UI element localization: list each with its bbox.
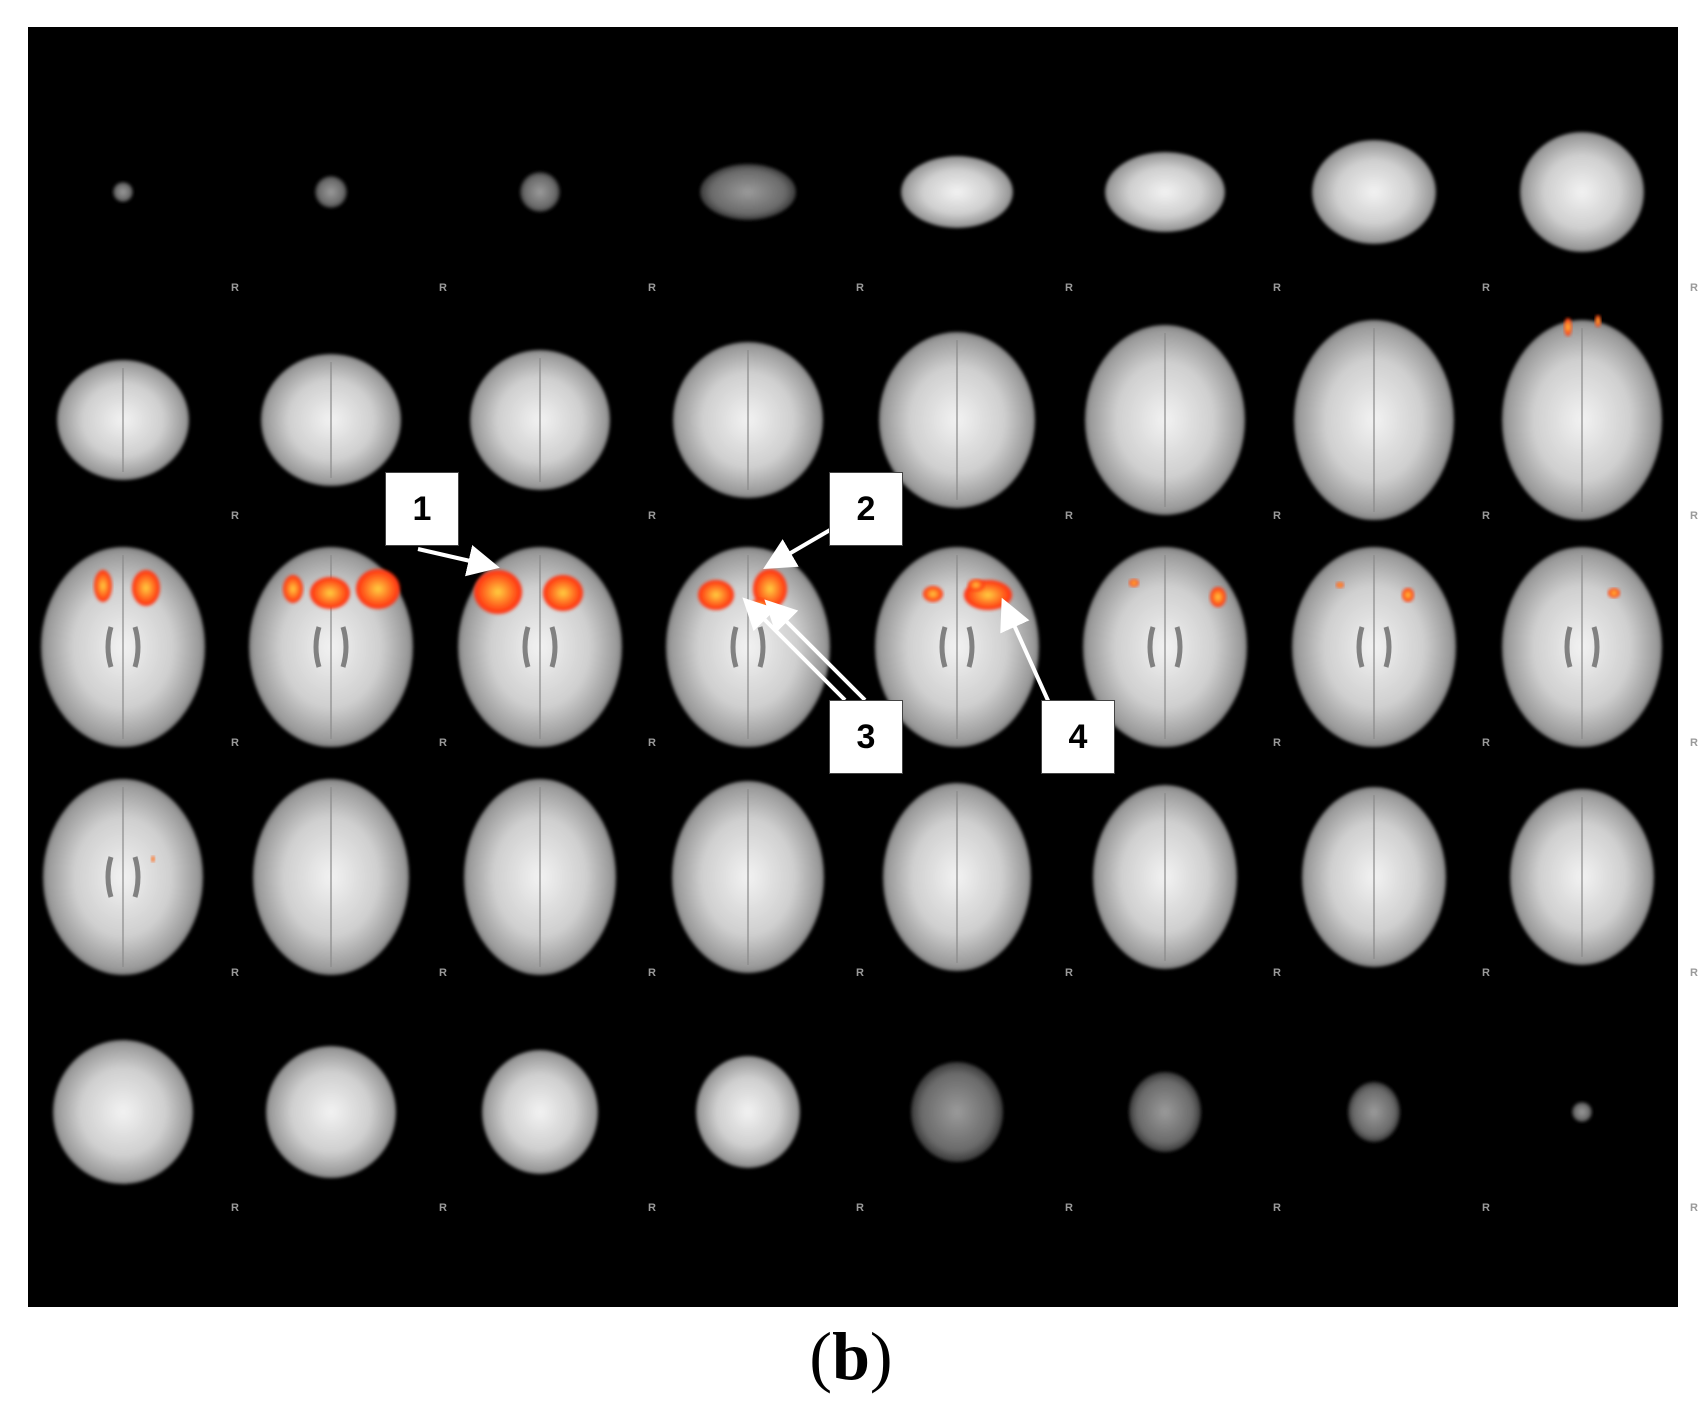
- callout-3: 3: [829, 700, 903, 774]
- orientation-marker: R: [231, 282, 239, 294]
- brain-slice: [1510, 789, 1654, 965]
- activation-cluster: [1564, 318, 1572, 336]
- orientation-marker: R: [1273, 282, 1281, 294]
- brain-slice: [883, 783, 1031, 971]
- activation-cluster: [1129, 579, 1139, 587]
- brain-slice: [253, 779, 409, 975]
- orientation-marker: R: [1690, 510, 1698, 522]
- orientation-marker: R: [1273, 1202, 1281, 1214]
- activation-cluster: [923, 586, 943, 602]
- orientation-marker: R: [1482, 737, 1490, 749]
- brain-slice: [1292, 547, 1456, 747]
- orientation-marker: R: [1065, 282, 1073, 294]
- orientation-marker: R: [1065, 510, 1073, 522]
- brain-slice: [666, 547, 830, 747]
- brain-slice-grid: [41, 132, 1662, 1184]
- brain-slice: [1294, 320, 1454, 520]
- orientation-marker: R: [439, 967, 447, 979]
- orientation-marker: R: [856, 282, 864, 294]
- brain-slice: [470, 350, 610, 490]
- brain-slice: [43, 779, 203, 975]
- brain-slice: [266, 1046, 396, 1178]
- orientation-marker: R: [1482, 282, 1490, 294]
- activation-cluster: [310, 577, 350, 609]
- orientation-marker: R: [1482, 967, 1490, 979]
- activation-cluster: [94, 570, 112, 602]
- brain-slice: [901, 156, 1013, 228]
- brain-slice: [1502, 547, 1662, 747]
- orientation-marker: R: [648, 967, 656, 979]
- orientation-marker: R: [1065, 1202, 1073, 1214]
- orientation-marker: R: [648, 282, 656, 294]
- brain-slice: [315, 176, 347, 208]
- orientation-marker: R: [439, 282, 447, 294]
- orientation-marker: R: [439, 737, 447, 749]
- orientation-marker: R: [1690, 967, 1698, 979]
- brain-slice: [696, 1056, 800, 1168]
- orientation-marker: R: [648, 737, 656, 749]
- orientation-marker: R: [1482, 510, 1490, 522]
- brain-slice: [1105, 152, 1225, 232]
- brain-slice: [673, 342, 823, 498]
- callout-1: 1: [385, 472, 459, 546]
- orientation-marker: R: [231, 967, 239, 979]
- brain-slice: [1312, 140, 1436, 244]
- activation-cluster: [1210, 587, 1226, 607]
- activation-cluster: [1402, 588, 1414, 602]
- brain-slice: [53, 1040, 193, 1184]
- orientation-marker: R: [648, 510, 656, 522]
- brain-slice: [1302, 787, 1446, 967]
- orientation-marker: R: [231, 510, 239, 522]
- activation-cluster: [283, 575, 303, 603]
- orientation-marker: R: [856, 967, 864, 979]
- orientation-marker: R: [1690, 282, 1698, 294]
- orientation-marker: R: [439, 1202, 447, 1214]
- figure-caption: (b): [809, 1318, 893, 1394]
- brain-slice: [1348, 1082, 1400, 1142]
- brain-slice: [1085, 325, 1245, 515]
- orientation-marker: R: [648, 1202, 656, 1214]
- activation-cluster: [356, 569, 400, 609]
- mri-slice-panel: RRRRRRRRRRRRRRRRRRRRRRRRRRRRRRRRRRRRRRRR: [28, 27, 1698, 1307]
- callout-4: 4: [1041, 700, 1115, 774]
- callout-2: 2: [829, 472, 903, 546]
- activation-cluster: [543, 575, 583, 611]
- orientation-marker: R: [1273, 737, 1281, 749]
- brain-slice: [464, 779, 616, 975]
- brain-slice: [482, 1050, 598, 1174]
- brain-slice: [1083, 547, 1247, 747]
- brain-slice: [672, 781, 824, 973]
- brain-slice: [520, 172, 560, 212]
- orientation-marker: R: [856, 1202, 864, 1214]
- activation-cluster: [750, 599, 770, 615]
- activation-cluster: [1336, 582, 1344, 588]
- brain-slice: [911, 1062, 1003, 1162]
- orientation-marker: R: [1273, 967, 1281, 979]
- brain-slice: [1520, 132, 1644, 252]
- brain-slice: [41, 547, 205, 747]
- brain-slice: [1572, 1102, 1592, 1122]
- orientation-marker: R: [1273, 510, 1281, 522]
- brain-slice: [1502, 320, 1662, 520]
- orientation-marker: R: [1690, 737, 1698, 749]
- orientation-marker: R: [231, 737, 239, 749]
- activation-cluster: [1595, 315, 1601, 327]
- activation-cluster: [1608, 588, 1620, 598]
- orientation-marker: R: [231, 1202, 239, 1214]
- activation-cluster: [474, 570, 522, 614]
- orientation-marker: R: [1482, 1202, 1490, 1214]
- brain-slice: [261, 354, 401, 486]
- activation-cluster: [151, 856, 155, 862]
- orientation-marker: R: [1065, 967, 1073, 979]
- activation-cluster: [968, 579, 984, 591]
- brain-slice: [1093, 785, 1237, 969]
- brain-slice: [1129, 1072, 1201, 1152]
- orientation-marker: R: [1690, 1202, 1698, 1214]
- activation-cluster: [698, 580, 734, 610]
- brain-slice: [113, 182, 133, 202]
- brain-slice: [57, 360, 189, 480]
- activation-cluster: [132, 570, 160, 606]
- brain-slice: [879, 332, 1035, 508]
- brain-slice: [700, 164, 796, 220]
